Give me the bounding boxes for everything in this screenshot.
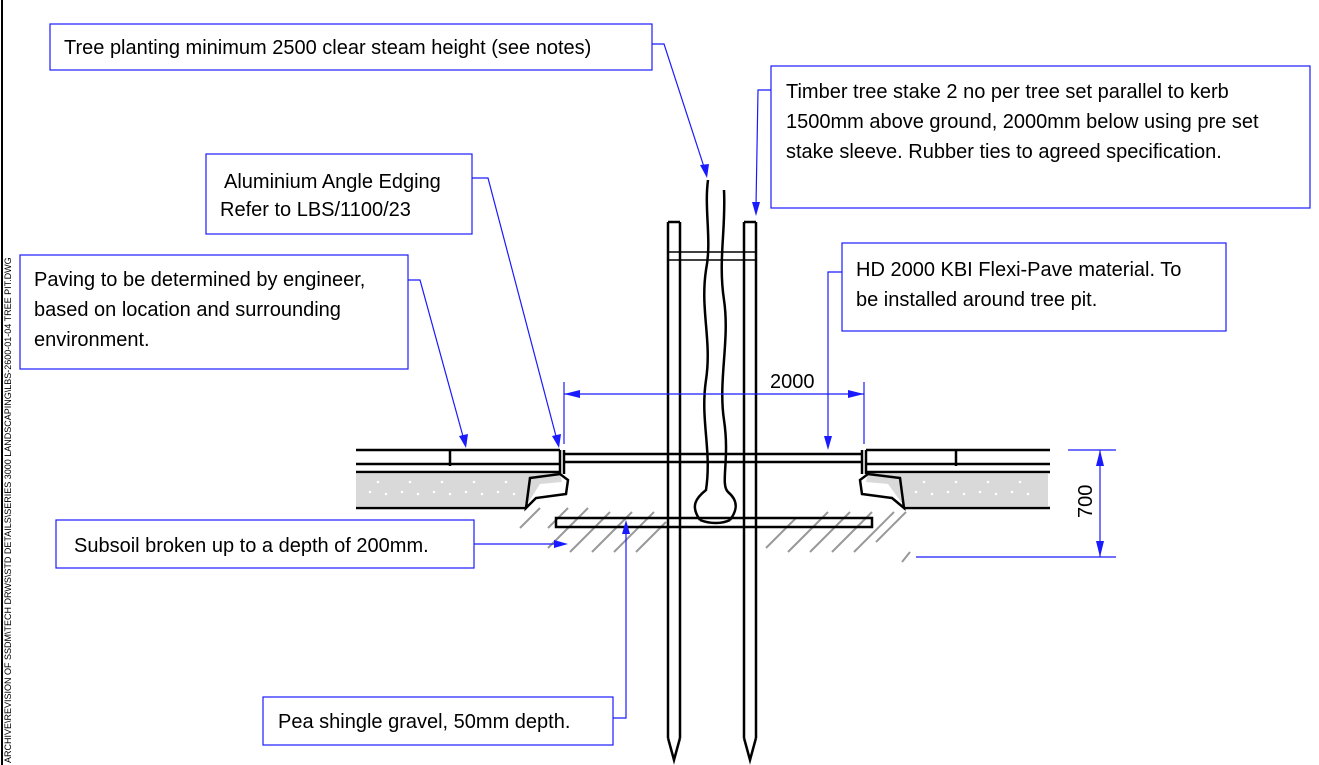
callout-pea-shingle: Pea shingle gravel, 50mm depth. bbox=[262, 520, 630, 746]
paving-line-2: based on location and surrounding bbox=[34, 299, 341, 321]
width-dimension bbox=[563, 382, 865, 444]
flexi-pave-line-1: HD 2000 KBI Flexi-Pave material. To bbox=[856, 259, 1181, 281]
gravel-band-right bbox=[866, 474, 1048, 506]
pea-shingle-label: Pea shingle gravel, 50mm depth. bbox=[278, 711, 570, 733]
callout-subsoil: Subsoil broken up to a depth of 200mm. bbox=[55, 519, 568, 569]
timber-stake-right bbox=[742, 220, 758, 765]
timber-stake-line-3: stake sleeve. Rubber ties to agreed spec… bbox=[786, 141, 1222, 163]
timber-stake-left bbox=[666, 220, 682, 765]
stake-tie-bar bbox=[668, 251, 756, 261]
paving-right bbox=[866, 448, 1050, 510]
callout-timber-stake: Timber tree stake 2 no per tree set para… bbox=[752, 65, 1311, 216]
flexi-pave-surface bbox=[564, 452, 862, 464]
timber-stake-line-1: Timber tree stake 2 no per tree set para… bbox=[786, 81, 1229, 103]
callout-paving: Paving to be determined by engineer, bas… bbox=[19, 254, 468, 448]
width-dimension-text: 2000 bbox=[770, 371, 815, 393]
timber-stake-line-2: 1500mm above ground, 2000mm below using … bbox=[786, 111, 1259, 133]
paving-line-1: Paving to be determined by engineer, bbox=[34, 269, 365, 291]
callout-aluminium-edging: Aluminium Angle Edging Refer to LBS/1100… bbox=[205, 153, 561, 448]
file-path-text: ARCHIVE\REVISION OF SSDM\TECH DRWS\STD D… bbox=[3, 257, 13, 763]
depth-dimension-text: 700 bbox=[1075, 485, 1097, 518]
tree-planting-label: Tree planting minimum 2500 clear steam h… bbox=[64, 37, 591, 59]
aluminium-edging-line-2: Refer to LBS/1100/23 bbox=[220, 199, 411, 221]
depth-dimension bbox=[916, 449, 1116, 558]
gravel-band-left bbox=[356, 474, 562, 506]
paving-left bbox=[356, 448, 560, 510]
subsoil-label: Subsoil broken up to a depth of 200mm. bbox=[74, 535, 429, 557]
flexi-pave-line-2: be installed around tree pit. bbox=[856, 289, 1097, 311]
aluminium-edging-line-1: Aluminium Angle Edging bbox=[224, 171, 441, 193]
callout-tree-planting: Tree planting minimum 2500 clear steam h… bbox=[49, 23, 709, 178]
subsoil-hatch bbox=[519, 507, 911, 563]
paving-line-3: environment. bbox=[34, 329, 150, 351]
callout-flexi-pave: HD 2000 KBI Flexi-Pave material. To be i… bbox=[824, 242, 1227, 450]
pea-shingle-layer bbox=[554, 516, 874, 529]
tree-trunk bbox=[693, 179, 737, 525]
